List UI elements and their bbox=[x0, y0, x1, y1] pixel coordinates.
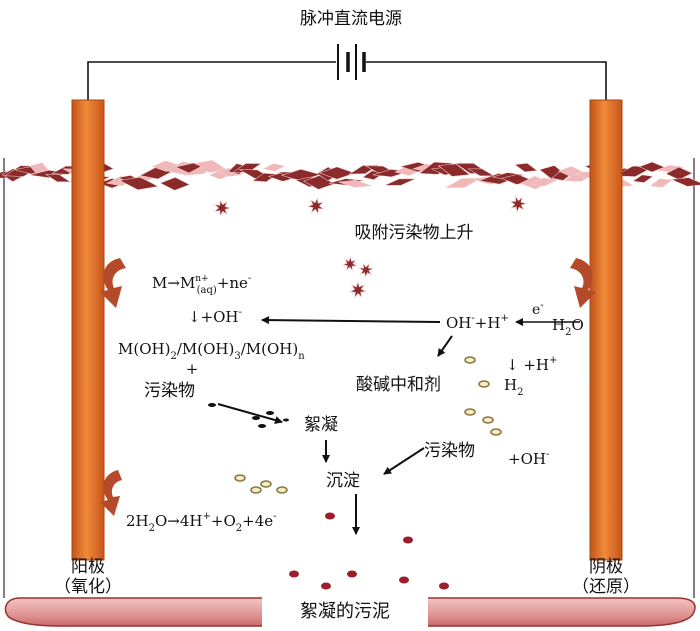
foam-flake bbox=[437, 163, 471, 177]
foam-flake bbox=[384, 178, 416, 186]
oh-right-label: +OH- bbox=[508, 449, 549, 468]
foam-flake bbox=[445, 178, 481, 188]
gas-bubbles bbox=[234, 356, 502, 494]
cathode-electrode bbox=[589, 99, 623, 561]
anode-curved-arrow-bottom bbox=[100, 470, 122, 516]
sediment-particle bbox=[325, 512, 335, 520]
pollutant-star bbox=[213, 199, 232, 217]
foam-flake bbox=[649, 178, 673, 188]
power-source-label: 脉冲直流电源 bbox=[300, 9, 402, 29]
gas-bubble bbox=[250, 486, 262, 494]
electron-label: e- bbox=[532, 300, 544, 318]
sludge-label-bg bbox=[262, 594, 428, 628]
foam-flake bbox=[232, 163, 262, 173]
gas-bubble bbox=[276, 486, 288, 494]
water-split-reaction: OH-+H+ bbox=[446, 313, 509, 332]
cathode-label: 阴极 bbox=[589, 557, 623, 577]
sediment-particle bbox=[321, 582, 331, 590]
precipitation-label: 沉淀 bbox=[326, 471, 360, 491]
sediment-particle bbox=[399, 576, 409, 584]
water-label: H2O bbox=[552, 316, 584, 338]
to-flocculation-arrow bbox=[217, 403, 283, 424]
anode-sub-label: （氧化） bbox=[54, 577, 122, 597]
cathode-sub-label: （还原） bbox=[572, 577, 640, 597]
pollutant-left-label: 污染物 bbox=[144, 381, 195, 401]
foam-flake bbox=[119, 176, 159, 191]
foam-flake bbox=[529, 177, 559, 187]
foam-flake bbox=[216, 168, 242, 177]
oh-down-label: ↓+OH- bbox=[188, 307, 242, 326]
pollutant-right-label: 污染物 bbox=[424, 441, 475, 461]
anode-curved-arrow-top bbox=[100, 258, 126, 308]
hydroxides-label: M(OH)2/M(OH)3/M(OH)n bbox=[118, 340, 305, 362]
pollutant-right-arrow bbox=[383, 447, 425, 475]
pollutant-star bbox=[358, 262, 374, 279]
floating-pollutants bbox=[213, 195, 528, 299]
foam-flake bbox=[262, 163, 286, 172]
cathode-curved-arrow bbox=[570, 258, 596, 308]
h-plus-label: ↓ +H+ bbox=[506, 355, 557, 374]
foam-flake bbox=[514, 162, 538, 173]
h2-label: H2 bbox=[504, 376, 523, 398]
foam-flake bbox=[670, 177, 700, 187]
sediment-particle bbox=[289, 570, 299, 578]
gas-bubble bbox=[260, 480, 272, 488]
foam-flake bbox=[632, 174, 654, 183]
foam-flake bbox=[44, 173, 72, 183]
pollutant-star bbox=[349, 280, 367, 299]
gas-bubble bbox=[464, 408, 476, 416]
sediment-particle bbox=[403, 536, 413, 544]
oh-to-hydroxide-arrow bbox=[261, 316, 441, 325]
power-wire bbox=[87, 61, 607, 100]
sediment-particles bbox=[289, 512, 449, 590]
anode-label: 阳极 bbox=[71, 557, 105, 577]
plus-sign: + bbox=[186, 360, 199, 378]
floc-particles bbox=[208, 403, 289, 428]
foam-flake bbox=[655, 164, 685, 173]
pollutant-star bbox=[306, 197, 325, 215]
foam-flake bbox=[338, 179, 372, 188]
sediment-particle bbox=[439, 582, 449, 590]
sediment-particle bbox=[347, 570, 357, 578]
foam-flake bbox=[159, 177, 191, 191]
pollutant-star bbox=[509, 195, 528, 213]
battery-icon bbox=[337, 44, 366, 80]
flocculation-label: 絮凝 bbox=[304, 415, 338, 435]
gas-bubble bbox=[464, 356, 476, 364]
sludge-label: 絮凝的污泥 bbox=[300, 601, 390, 622]
anode-electrode bbox=[71, 99, 105, 561]
neutralizer-arrow bbox=[437, 335, 453, 357]
float-label: 吸附污染物上升 bbox=[355, 223, 474, 243]
pollutant-star bbox=[342, 255, 358, 272]
gas-bubble bbox=[490, 428, 502, 436]
foam-flake bbox=[665, 166, 693, 180]
gas-bubble bbox=[478, 380, 490, 388]
oxygen-reaction: 2H2O→4H++O2+4e- bbox=[126, 511, 277, 534]
anode-reaction: M→Mn+(aq)+ne- bbox=[152, 273, 251, 296]
gas-bubble bbox=[482, 416, 494, 424]
acid-base-label: 酸碱中和剂 bbox=[356, 375, 441, 395]
gas-bubble bbox=[234, 474, 246, 482]
